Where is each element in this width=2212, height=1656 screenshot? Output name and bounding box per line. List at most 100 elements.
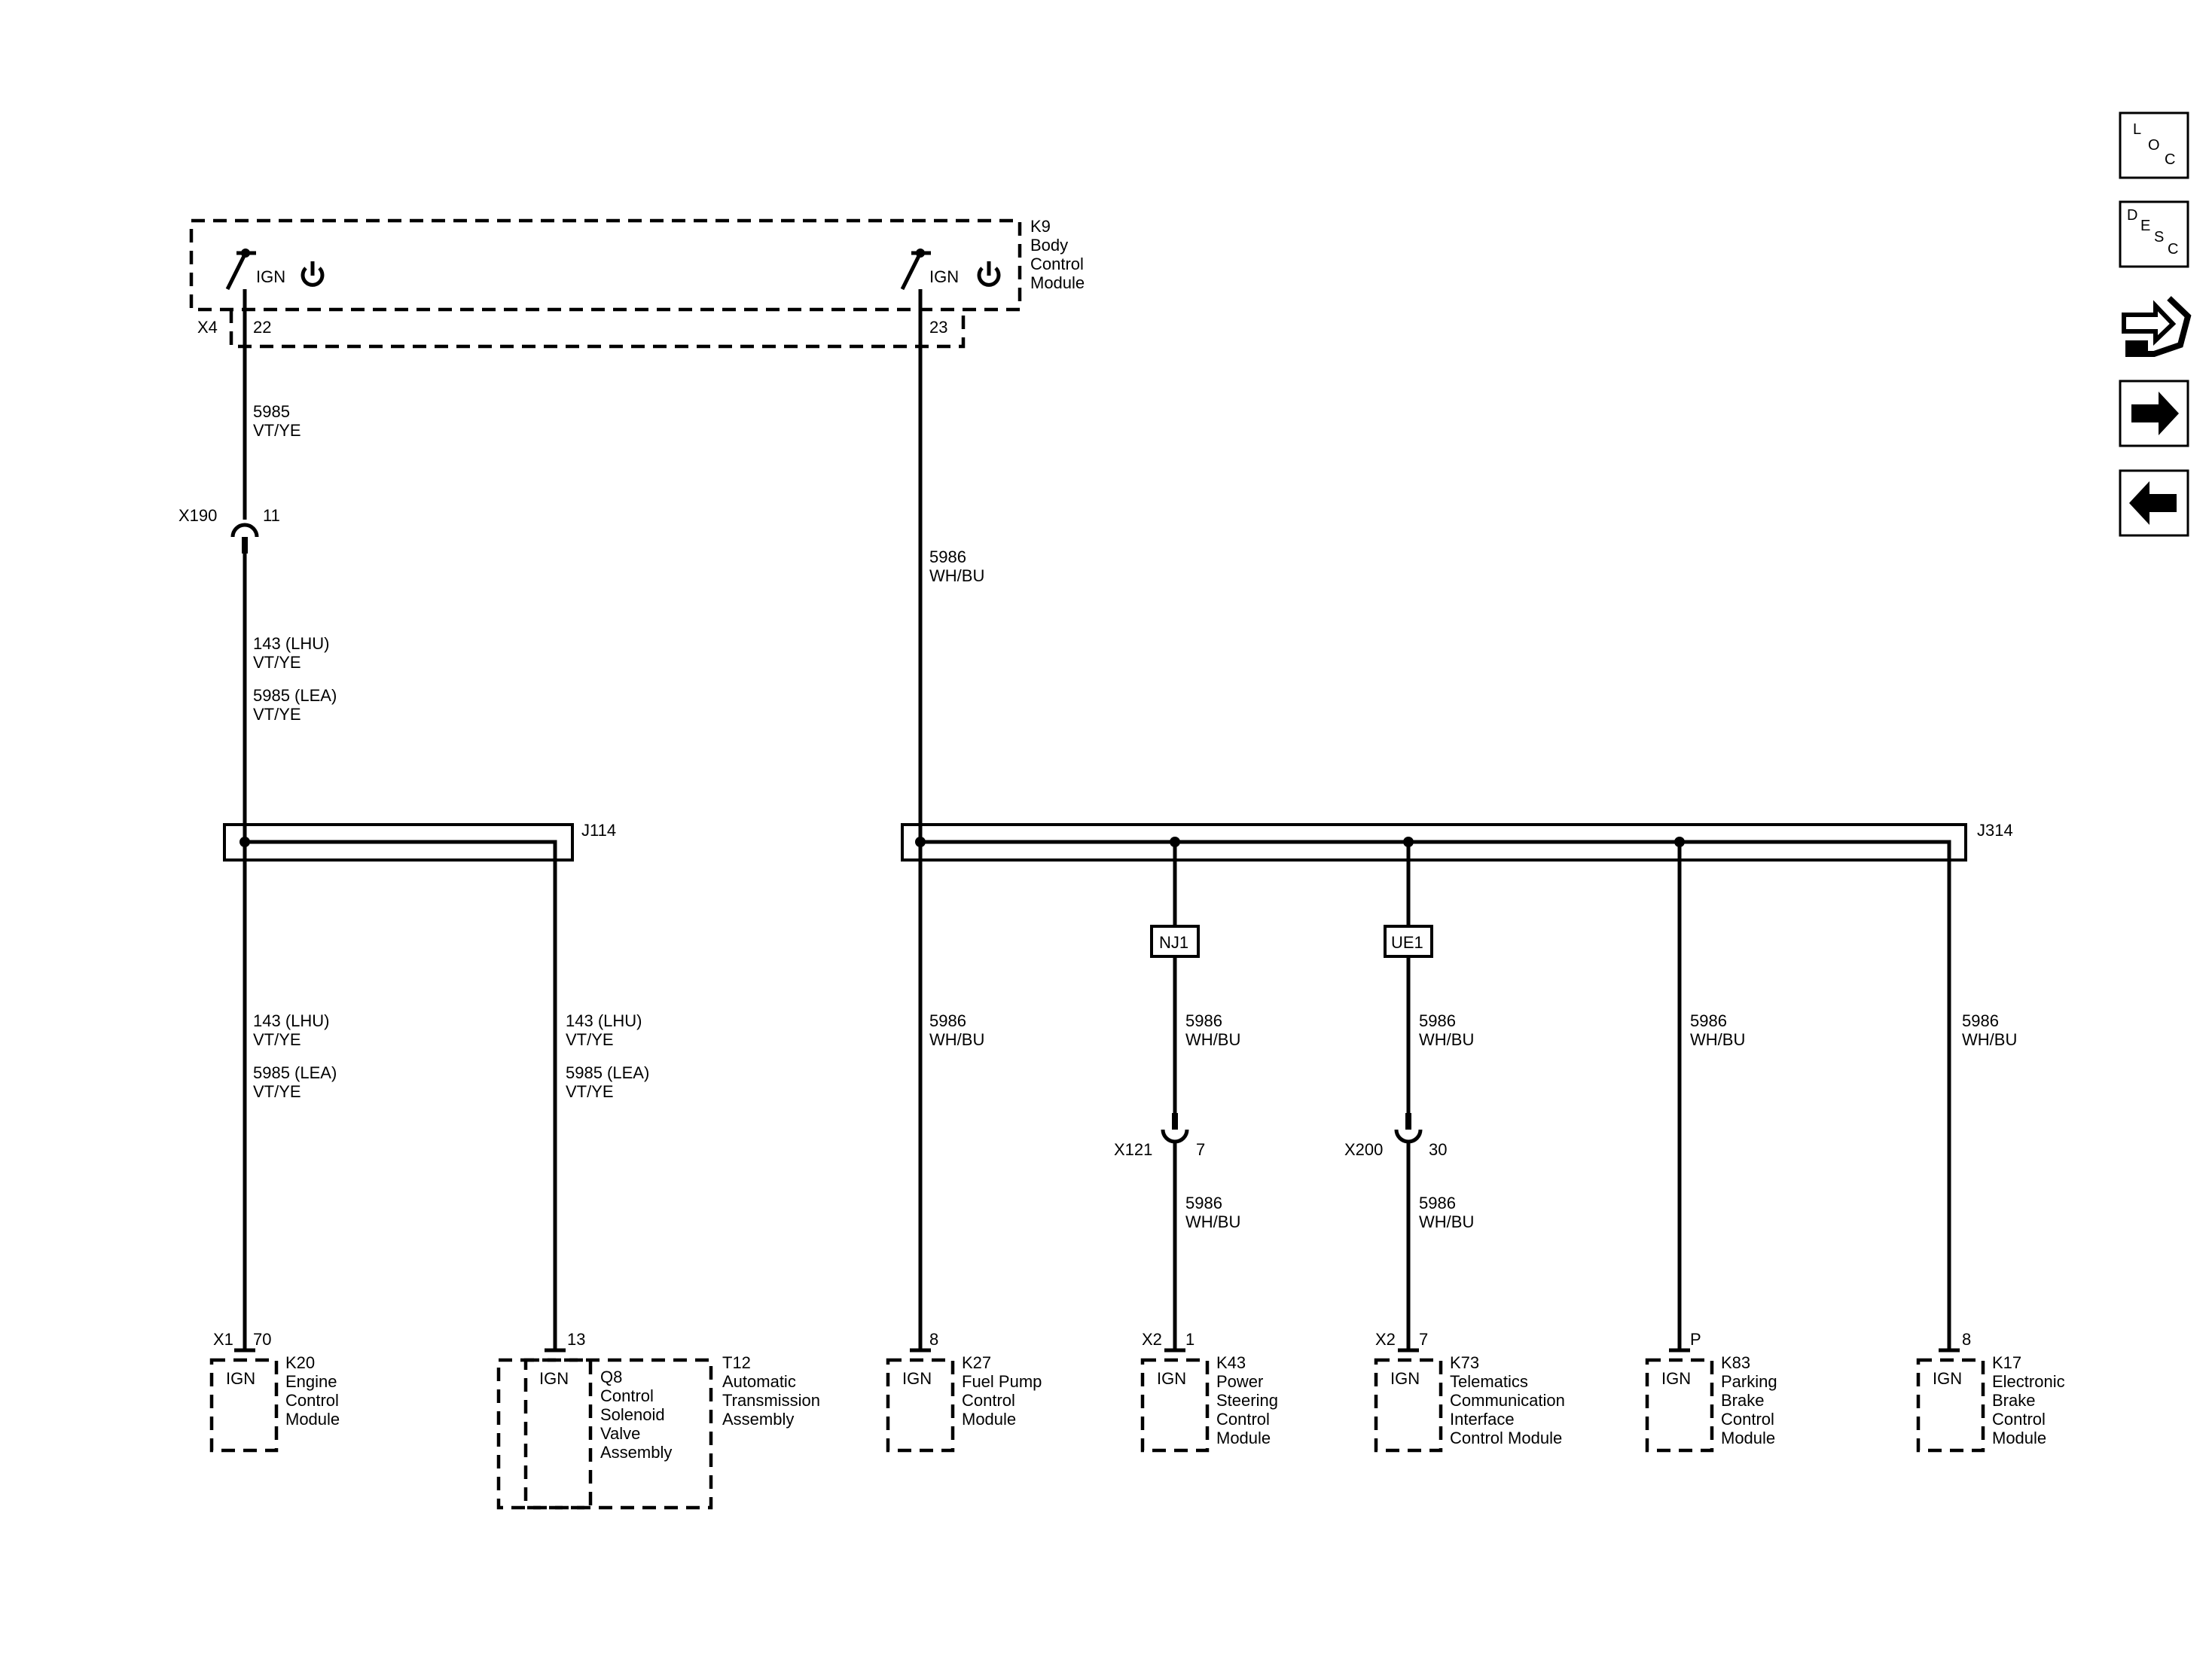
wire-5985-lea-number: 5985 (LEA)	[253, 686, 337, 705]
wire-143-color: VT/YE	[566, 1030, 614, 1049]
x200-label: X200	[1344, 1140, 1383, 1159]
k43-id: K43	[1216, 1353, 1246, 1372]
k27-name-1: Fuel Pump	[962, 1372, 1042, 1391]
wire-143-color: VT/YE	[253, 653, 301, 672]
nj1-label: NJ1	[1159, 933, 1188, 952]
q8-ign-label: IGN	[539, 1369, 569, 1388]
k27-id: K27	[962, 1353, 991, 1372]
k43-ign-label: IGN	[1157, 1369, 1186, 1388]
k20-engine-control-module: IGN X1 70 K20 Engine Control Module	[209, 1330, 340, 1453]
loc-letter-c: C	[2165, 151, 2175, 168]
k27-name-3: Module	[962, 1410, 1016, 1429]
k43-pin: 1	[1185, 1330, 1194, 1349]
k17-name-2: Brake	[1992, 1391, 2035, 1410]
wire-143-color: VT/YE	[253, 1030, 301, 1049]
k9-name-1: Body	[1030, 236, 1068, 255]
k43-power-steering-control-module: IGN X2 1 K43 Power Steering Control Modu…	[1140, 1330, 1278, 1453]
k43-connector: X2	[1142, 1330, 1162, 1349]
desc-letter-c: C	[2168, 241, 2178, 258]
wire-5985-lea-number: 5985 (LEA)	[566, 1063, 649, 1082]
k20-name-2: Control	[285, 1391, 339, 1410]
k9-name-2: Control	[1030, 255, 1084, 273]
k73-id: K73	[1450, 1353, 1479, 1372]
k27-fuel-pump-control-module: IGN 8 K27 Fuel Pump Control Module	[886, 1330, 1042, 1453]
side-nav: L O C D E S C	[2119, 111, 2192, 537]
k9-id: K9	[1030, 217, 1051, 236]
desc-button[interactable]: D E S C	[2119, 200, 2189, 268]
k9-pin-22: 22	[253, 318, 271, 337]
ue1-label: UE1	[1391, 933, 1423, 952]
t12-id: T12	[722, 1353, 751, 1372]
k20-ign-label: IGN	[226, 1369, 255, 1388]
wire-5986-color: WH/BU	[929, 566, 984, 585]
k83-id: K83	[1721, 1353, 1750, 1372]
k83-name-2: Brake	[1721, 1391, 1764, 1410]
x121-pin: 7	[1196, 1140, 1205, 1159]
k27-name-2: Control	[962, 1391, 1015, 1410]
next-button[interactable]	[2119, 380, 2189, 447]
k9-ign-right-label: IGN	[929, 267, 959, 286]
wire-5986-color: WH/BU	[1419, 1212, 1474, 1231]
k20-id: K20	[285, 1353, 315, 1372]
wire-5986-number: 5986	[1185, 1011, 1222, 1030]
wire-5986-color: WH/BU	[1962, 1030, 2017, 1049]
wire-5986-number: 5986	[929, 1011, 966, 1030]
k17-pin: 8	[1962, 1330, 1971, 1349]
wire-5985-lea-color: VT/YE	[253, 1082, 301, 1101]
wire-5986-color: WH/BU	[1185, 1030, 1240, 1049]
desc-letter-s: S	[2154, 229, 2164, 246]
k73-name-3: Interface	[1450, 1410, 1515, 1429]
wire-5986-number: 5986	[1185, 1194, 1222, 1212]
wire-5985-lea-number: 5985 (LEA)	[253, 1063, 337, 1082]
x200-pin: 30	[1429, 1140, 1447, 1159]
previous-button[interactable]	[2119, 469, 2189, 537]
q8-id: Q8	[600, 1368, 622, 1386]
wire-5986-number: 5986	[929, 547, 966, 566]
ignition-switch-icon	[225, 249, 256, 310]
k17-electronic-brake-control-module: IGN 8 K17 Electronic Brake Control Modul…	[1916, 1330, 2065, 1453]
ignition-switch-icon	[900, 249, 931, 310]
loc-letter-o: O	[2148, 137, 2160, 154]
k20-pin: 70	[253, 1330, 271, 1349]
wire-5986-color: WH/BU	[1185, 1212, 1240, 1231]
arrow-left-icon	[2129, 481, 2177, 525]
loc-letter-l: L	[2133, 121, 2141, 138]
k43-name-3: Control	[1216, 1410, 1270, 1429]
wire-5986-number: 5986	[1690, 1011, 1727, 1030]
q8-name-4: Assembly	[600, 1443, 672, 1462]
k27-pin: 8	[929, 1330, 938, 1349]
k9-ign-left-label: IGN	[256, 267, 285, 286]
k83-ign-label: IGN	[1661, 1369, 1691, 1388]
connector-icon[interactable]	[2122, 296, 2192, 357]
k9-pin-23: 23	[929, 318, 947, 337]
x190-label: X190	[178, 506, 217, 525]
left-circuit: X190 11 5985 VT/YE 143 (LHU) VT/YE 5985 …	[178, 310, 649, 1350]
k83-name-3: Control	[1721, 1410, 1774, 1429]
wire-5985-color: VT/YE	[253, 421, 301, 440]
wire-5986-number: 5986	[1419, 1011, 1456, 1030]
k9-body-control-module: IGN IGN K9 Body Control Module X4 22 23	[189, 217, 1085, 349]
k83-pin: P	[1690, 1330, 1701, 1349]
wire-143-number: 143 (LHU)	[253, 634, 329, 653]
wire-5986-number: 5986	[1962, 1011, 1999, 1030]
right-circuit: 5986 WH/BU J314 5986 WH/BU NJ1 X121 7 59…	[901, 310, 2017, 1350]
k17-id: K17	[1992, 1353, 2021, 1372]
k83-name-4: Module	[1721, 1429, 1775, 1447]
x190-pin: 11	[263, 506, 280, 525]
k17-name-1: Electronic	[1992, 1372, 2065, 1391]
k20-name-3: Module	[285, 1410, 340, 1429]
k9-connector-label: X4	[197, 318, 218, 337]
k43-name-4: Module	[1216, 1429, 1271, 1447]
loc-button[interactable]: L O C	[2119, 111, 2189, 179]
x200-connector	[1394, 1129, 1423, 1144]
power-icon	[977, 261, 1001, 287]
k83-parking-brake-control-module: IGN P K83 Parking Brake Control Module	[1645, 1330, 1777, 1453]
j114-splice-pack	[223, 823, 574, 1350]
k73-pin: 7	[1419, 1330, 1428, 1349]
x190-connector	[230, 523, 259, 554]
k73-name-4: Control Module	[1450, 1429, 1562, 1447]
k20-connector: X1	[213, 1330, 233, 1349]
x121-label: X121	[1114, 1140, 1152, 1159]
wire-5986-color: WH/BU	[929, 1030, 984, 1049]
